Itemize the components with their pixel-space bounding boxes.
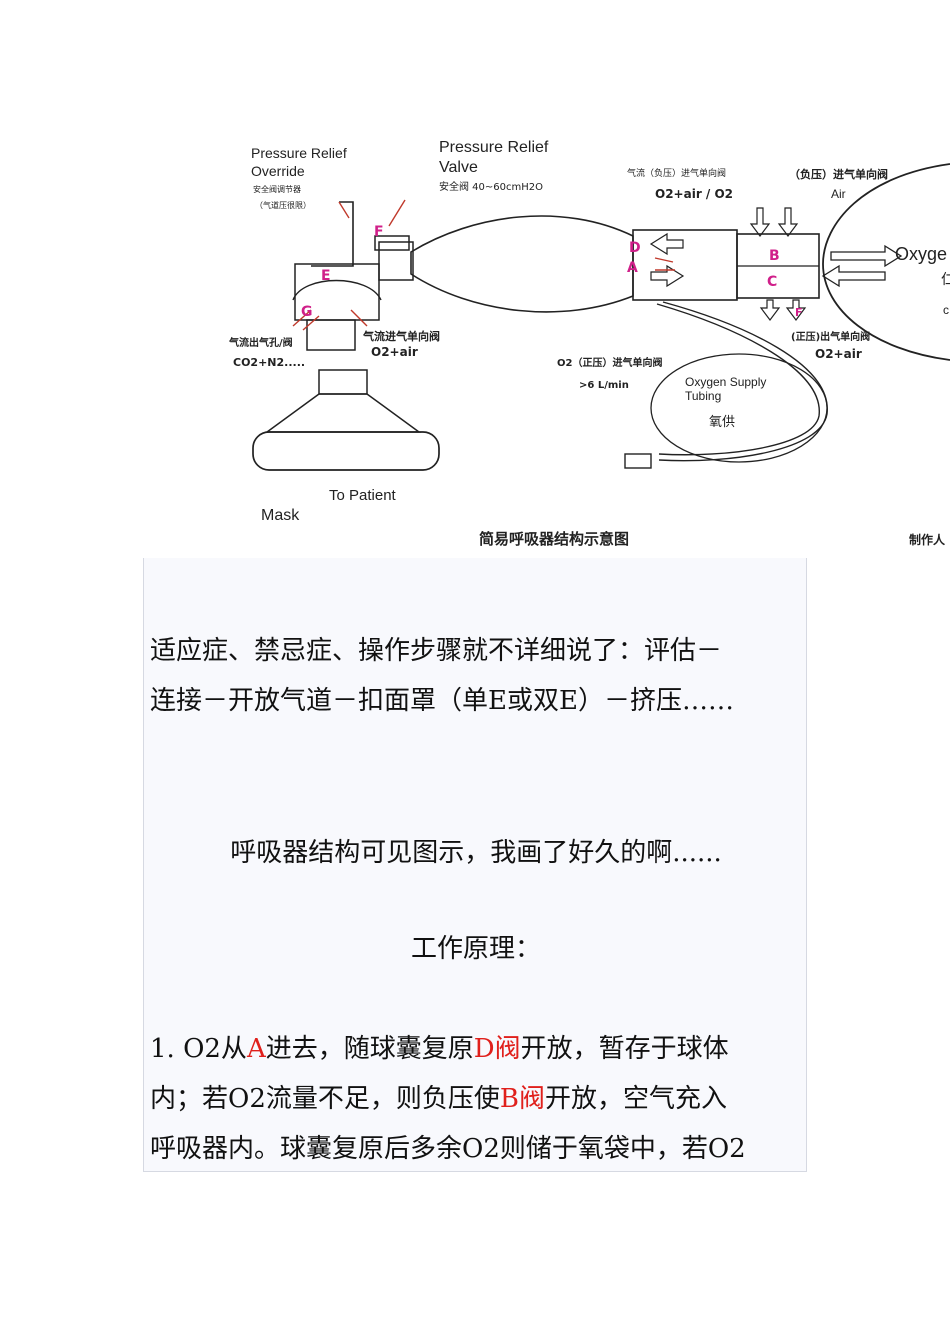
override-label-2: Override (251, 163, 305, 179)
section-heading-text: 工作原理： (410, 934, 541, 964)
outflow-formula: CO2+N2..... (233, 356, 305, 369)
outflow-cn: 气流出气孔/阀 (228, 336, 293, 349)
letter-f: F (374, 224, 384, 240)
override-label-1: Pressure Relief (251, 145, 347, 161)
to-patient-label: To Patient (329, 487, 397, 504)
mask-connector (306, 319, 356, 351)
override-cn-1: 安全阀调节器 (253, 184, 301, 194)
structure-note: 呼吸器结构可见图示，我画了好久的啊...... (150, 828, 802, 878)
top-inlet-formula: O2+air / O2 (655, 187, 733, 201)
override-cn-2: （气道压很限） (255, 200, 311, 210)
bag-outline (410, 215, 634, 313)
oxygen-label-cut-c: c (943, 303, 949, 317)
principle-l1-c: 进去，随球囊复原 (265, 1034, 474, 1064)
o2-inlet-cn: O2（正压）进气单向阀 (557, 356, 662, 369)
principle-l2-a: 内；若O2流量不足，则负压使 (150, 1084, 500, 1114)
mask-body (264, 393, 422, 433)
diagram-caption: 简易呼吸器结构示意图 (479, 530, 629, 548)
inflow-formula: O2+air (371, 345, 418, 359)
letter-e: E (321, 268, 331, 284)
neg-inlet-cn: （负压）进气单向阀 (789, 167, 888, 181)
patient-valve-housing (294, 263, 380, 321)
principle-l2-c: 开放，空气充入 (544, 1084, 727, 1114)
principle-l2-b: B阀 (499, 1084, 545, 1114)
principle-l1-d: D阀 (473, 1034, 521, 1064)
resuscitator-diagram: F E G D A B C F Pressure Relief Override… (143, 124, 950, 558)
letter-d: D (629, 240, 641, 256)
mask-stem (318, 369, 368, 395)
valve-cn: 安全阀 40~60cmH2O (439, 180, 543, 193)
override-bracket (311, 201, 354, 267)
pos-outlet-formula: O2+air (815, 347, 862, 361)
principle-l1-e: 开放，暂存于球体 (520, 1034, 729, 1064)
air-label: Air (831, 187, 846, 201)
tubing-connector (624, 453, 652, 469)
author-label: 制作人 (909, 532, 946, 547)
principle-paragraph: 1. O2从A进去，随球囊复原D阀开放，暂存于球体 内；若O2流量不足，则负压使… (150, 1024, 802, 1174)
letter-b: B (769, 248, 780, 264)
valve-label-2: Valve (439, 159, 478, 176)
valve-label-1: Pressure Relief (439, 139, 549, 156)
letter-a: A (627, 260, 638, 276)
mask-cushion (252, 431, 440, 471)
intro-paragraph: 适应症、禁忌症、操作步骤就不详细说了：评估－ 连接－开放气道－扣面罩（单E或双E… (150, 626, 802, 726)
supply-label-2: Tubing (685, 389, 721, 403)
structure-note-text: 呼吸器结构可见图示，我画了好久的啊...... (230, 838, 722, 868)
top-inlet-cn: 气流（负压）进气单向阀 (627, 167, 726, 179)
o2-flow: >6 L/min (579, 380, 629, 391)
letter-g: G (301, 304, 313, 320)
principle-l1-a: 1. O2从 (150, 1034, 247, 1064)
intro-line-1: 适应症、禁忌症、操作步骤就不详细说了：评估－ (150, 636, 723, 666)
section-heading: 工作原理： (150, 924, 802, 974)
letter-c: C (767, 274, 777, 290)
intro-line-2: 连接－开放气道－扣面罩（单E或双E）－挤压…… (150, 686, 734, 716)
mask-label: Mask (261, 507, 300, 524)
principle-l1-b: A (246, 1034, 266, 1064)
intake-valve-body (632, 229, 738, 301)
letter-f2: F (795, 306, 803, 319)
tubing-loop (650, 353, 828, 463)
principle-l3: 呼吸器内。球囊复原后多余O2则储于氧袋中，若O2 (150, 1134, 746, 1164)
bag-neck (378, 241, 414, 281)
valve-cap-f (374, 235, 410, 251)
oxygen-label-cut-cn: 仁 (941, 271, 950, 287)
reservoir-bag (822, 163, 950, 361)
supply-label-1: Oxygen Supply (685, 375, 766, 389)
inflow-cn: 气流进气单向阀 (362, 329, 440, 343)
pos-outlet-cn: (正压)出气单向阀 (791, 330, 870, 343)
supply-cn: 氧供 (709, 415, 735, 430)
oxygen-label-cut: Oxyge (895, 244, 947, 264)
